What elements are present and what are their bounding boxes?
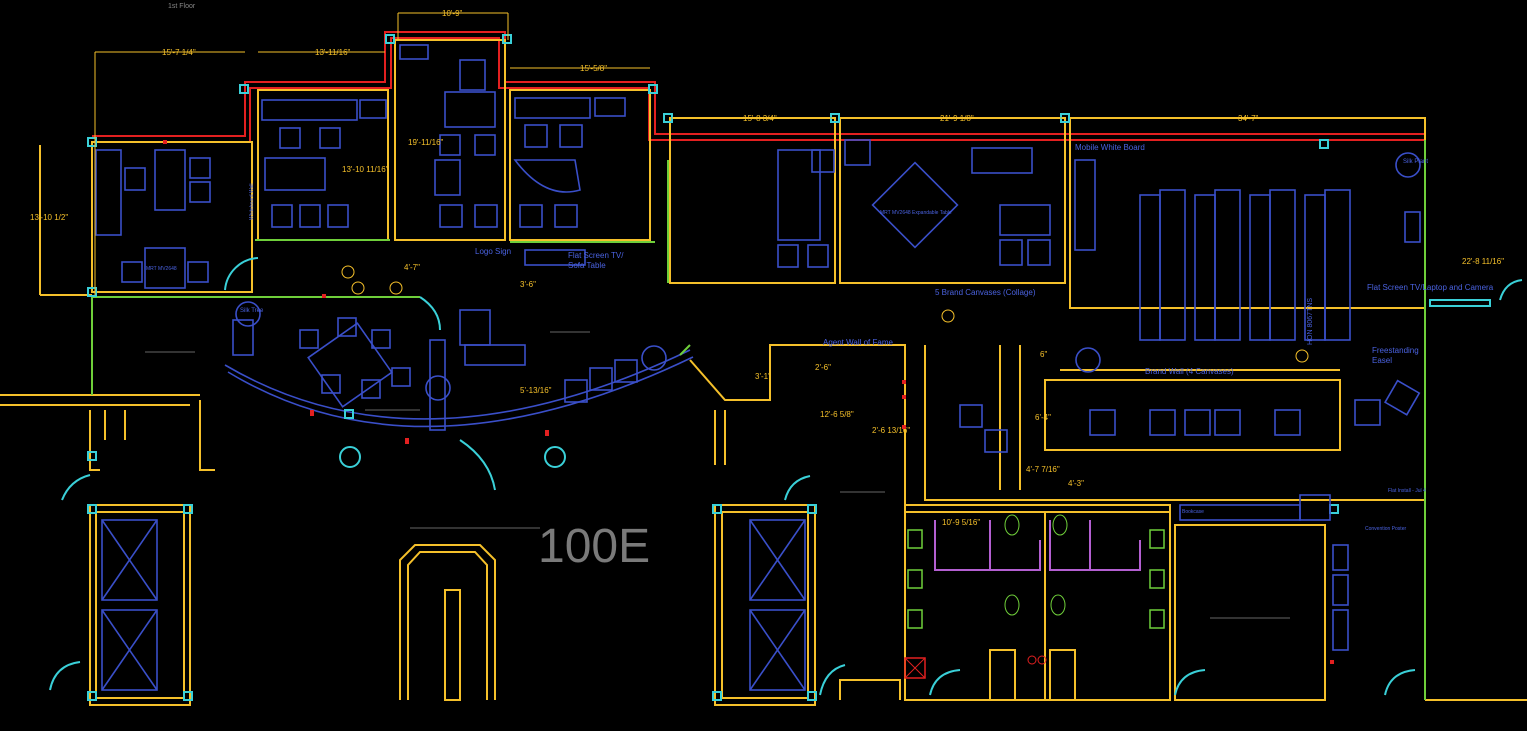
svg-text:Whiteboard Wall: Whiteboard Wall bbox=[249, 184, 255, 221]
svg-text:Sofa Table: Sofa Table bbox=[568, 261, 606, 270]
svg-text:Flat Screen TV/: Flat Screen TV/ bbox=[568, 251, 624, 260]
furniture-center-office bbox=[399, 44, 498, 228]
exterior-wall-red bbox=[92, 31, 1425, 143]
furniture-office-4 bbox=[513, 97, 626, 228]
svg-text:3'-6": 3'-6" bbox=[520, 280, 536, 289]
svg-text:10'-9": 10'-9" bbox=[442, 9, 463, 18]
svg-text:Silk Tree: Silk Tree bbox=[240, 308, 264, 314]
walls-yellow bbox=[0, 39, 1527, 706]
svg-text:12'-6 5/8": 12'-6 5/8" bbox=[820, 410, 854, 419]
furniture-conference bbox=[232, 249, 638, 431]
furniture-training-room bbox=[1139, 189, 1421, 416]
elevator-cars bbox=[101, 519, 806, 691]
svg-text:5'-13/16": 5'-13/16" bbox=[520, 386, 552, 395]
svg-text:13'-10 1/2": 13'-10 1/2" bbox=[30, 213, 68, 222]
svg-text:13'-10 11/16": 13'-10 11/16" bbox=[342, 165, 389, 174]
furniture-right-offices bbox=[777, 139, 1096, 268]
room-number-label: 100E bbox=[538, 520, 650, 573]
svg-text:10'-9 5/16": 10'-9 5/16" bbox=[942, 518, 980, 527]
restroom-stalls bbox=[934, 520, 1141, 571]
floor-caption: 1st Floor bbox=[168, 3, 196, 10]
svg-text:6'-4": 6'-4" bbox=[1035, 413, 1051, 422]
svg-text:Bookcase: Bookcase bbox=[1182, 509, 1204, 515]
svg-text:13'-11/16": 13'-11/16" bbox=[315, 48, 351, 57]
svg-text:Flat Screen TV/Laptop and Came: Flat Screen TV/Laptop and Camera bbox=[1367, 283, 1494, 292]
annotation-lines bbox=[145, 331, 1290, 619]
room-labels: Mobile White Board Logo Sign Flat Screen… bbox=[240, 143, 1494, 532]
plant-markers bbox=[235, 152, 1421, 401]
svg-text:15'-5/8": 15'-5/8" bbox=[580, 64, 607, 73]
svg-text:34'-7": 34'-7" bbox=[1238, 114, 1259, 123]
furniture-brand-row bbox=[959, 399, 1381, 651]
svg-text:Mobile White Board: Mobile White Board bbox=[1075, 143, 1145, 152]
svg-text:Brand Wall (4 Canvases): Brand Wall (4 Canvases) bbox=[1145, 367, 1234, 376]
svg-text:Freestanding: Freestanding bbox=[1372, 346, 1419, 355]
columns-and-doors bbox=[49, 34, 1523, 701]
svg-text:Flat Install - Jul 4: Flat Install - Jul 4 bbox=[1388, 488, 1426, 494]
svg-text:4'-7 7/16": 4'-7 7/16" bbox=[1026, 465, 1060, 474]
svg-text:Logo Sign: Logo Sign bbox=[475, 247, 511, 256]
svg-text:19'-11/16": 19'-11/16" bbox=[408, 138, 444, 147]
svg-text:2'-6": 2'-6" bbox=[815, 363, 831, 372]
svg-text:5 Brand Canvases (Collage): 5 Brand Canvases (Collage) bbox=[935, 288, 1036, 297]
svg-text:22'-8 11/16": 22'-8 11/16" bbox=[1462, 257, 1504, 266]
reception-curve bbox=[224, 344, 694, 428]
svg-text:4'-3": 4'-3" bbox=[1068, 479, 1084, 488]
svg-text:Silk Plant: Silk Plant bbox=[1403, 159, 1428, 165]
svg-text:Agent Wall of Fame: Agent Wall of Fame bbox=[823, 338, 894, 347]
svg-text:2'-6 13/16": 2'-6 13/16" bbox=[872, 426, 910, 435]
furniture-left-office: MRT MV2648 bbox=[95, 149, 211, 289]
furniture-office-2 bbox=[261, 99, 387, 228]
svg-text:MRT MV2648 Expandable Table: MRT MV2648 Expandable Table bbox=[880, 210, 952, 216]
svg-text:21'-9 1/8": 21'-9 1/8" bbox=[940, 114, 974, 123]
svg-text:HON 8067TNS: HON 8067TNS bbox=[1307, 298, 1314, 345]
walls-green bbox=[91, 140, 1426, 700]
svg-text:6": 6" bbox=[1040, 350, 1047, 359]
svg-text:Convention Poster: Convention Poster bbox=[1365, 526, 1406, 532]
svg-text:15'-7 1/4": 15'-7 1/4" bbox=[162, 48, 196, 57]
svg-text:4'-7": 4'-7" bbox=[404, 263, 420, 272]
outlet-markers bbox=[163, 140, 1334, 664]
restroom-fixtures bbox=[904, 514, 1165, 679]
svg-text:MRT MV2648: MRT MV2648 bbox=[146, 266, 177, 272]
svg-text:15'-8 3/4": 15'-8 3/4" bbox=[743, 114, 777, 123]
svg-text:3'-1": 3'-1" bbox=[755, 372, 771, 381]
svg-text:Easel: Easel bbox=[1372, 356, 1392, 365]
dimension-texts: 10'-9" 15'-7 1/4" 13'-11/16" 15'-5/8" 15… bbox=[30, 9, 1504, 527]
dimension-lines bbox=[39, 12, 1425, 295]
